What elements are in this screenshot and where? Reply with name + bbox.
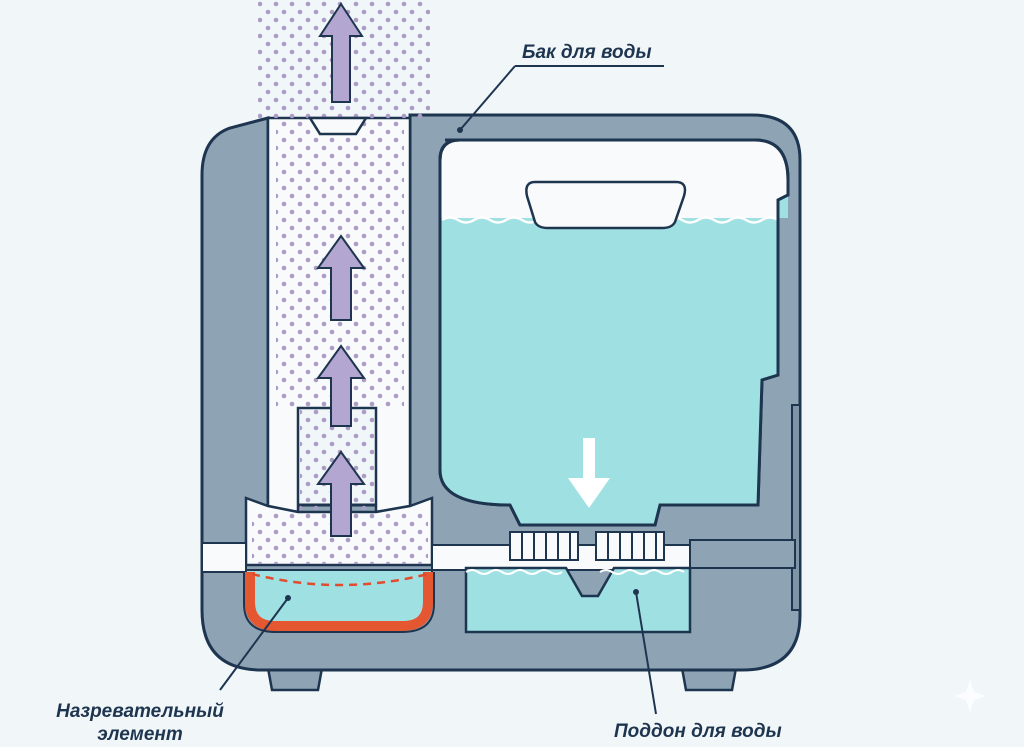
up-arrow-icon — [318, 2, 364, 103]
up-arrow-icon — [316, 450, 366, 537]
heater-element-outline — [243, 572, 435, 633]
water-tray — [464, 566, 692, 634]
leader-tray-dot — [633, 589, 639, 595]
up-arrow-icon — [316, 344, 366, 427]
leader-tank-diag — [459, 65, 516, 131]
label-water-tank: Бак для воды — [522, 42, 652, 63]
water-surface-dashed — [251, 572, 429, 587]
down-arrow-icon — [568, 438, 610, 508]
chamber-water — [245, 569, 433, 629]
leader-tray — [635, 591, 657, 715]
side-panel — [791, 404, 801, 611]
tank-handle — [525, 180, 687, 230]
water-channel-far — [689, 539, 796, 569]
sparkle-icon — [954, 680, 986, 712]
leader-tank-dot — [457, 127, 463, 133]
steam-cup — [307, 116, 369, 136]
label-heating-element: Назревательный элемент — [56, 701, 224, 745]
heater-element — [245, 572, 433, 631]
leader-heater-dot — [285, 595, 291, 601]
valve-right — [595, 531, 665, 561]
label-water-tray: Поддон для воды — [614, 721, 782, 742]
tray-wave-right — [599, 569, 685, 575]
tank-water — [440, 195, 788, 525]
leader-heater — [219, 597, 289, 691]
up-arrow-icon — [316, 234, 366, 321]
valve-left — [509, 531, 579, 561]
water-tank-outline — [438, 138, 790, 527]
tray-wave — [465, 569, 563, 575]
water-channel — [201, 542, 247, 573]
